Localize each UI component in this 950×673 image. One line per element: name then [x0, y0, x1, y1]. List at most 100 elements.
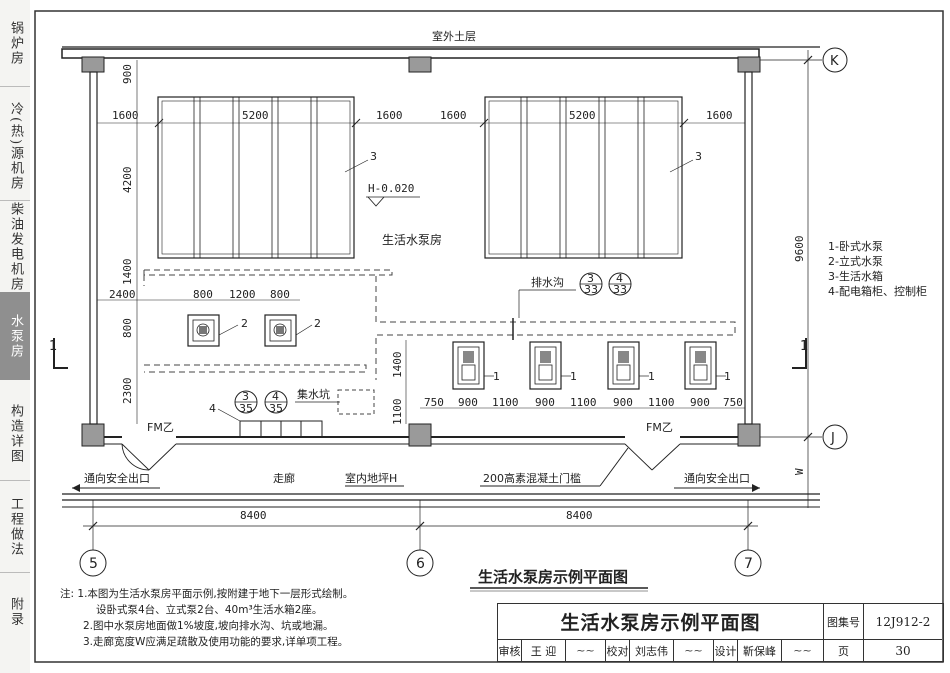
- horizontal-pump-1-leader: 1: [493, 370, 500, 383]
- vertical-pump-a: [187, 314, 220, 347]
- dim-top-5200-a: 5200: [242, 109, 269, 122]
- checker-signature: ~~: [674, 640, 714, 661]
- corridor-label: 走廊: [273, 471, 295, 485]
- axis-5-label: 5: [89, 556, 98, 572]
- dim-1100-a: 1100: [492, 396, 519, 409]
- legend-item-3: 3-生活水箱: [828, 269, 883, 283]
- detail-ref-3-33-top: 3: [587, 272, 594, 285]
- note-line-1b: 设卧式泵4台、立式泵2台、40m³生活水箱2座。: [96, 604, 323, 616]
- dim-top-1600-b: 1600: [376, 109, 403, 122]
- title-block: 生活水泵房示例平面图 图集号 12J912-2 审核 王 迎 ~~ 校对 刘志伟…: [497, 603, 944, 662]
- door-right: [624, 443, 681, 471]
- note-line-1: 1.本图为生活水泵房平面示例,按附建于地下一层形式绘制。: [77, 588, 354, 600]
- dim-1100-right: 1100: [391, 399, 404, 426]
- level-mark: H-0.020: [368, 182, 414, 195]
- dim-top-1600-d: 1600: [706, 109, 733, 122]
- dim-1200: 1200: [229, 288, 256, 301]
- dim-1100-c: 1100: [648, 396, 675, 409]
- vertical-pump-b: [264, 314, 297, 347]
- tab-pump-room[interactable]: 水泵房: [0, 292, 30, 380]
- axis-7-label: 7: [744, 556, 753, 572]
- detail-ref-4-33-bottom: 33: [613, 283, 627, 296]
- drain-ditch-label: 排水沟: [531, 275, 564, 289]
- axis-5-bubble: [79, 549, 107, 577]
- dim-1400-right: 1400: [391, 352, 404, 379]
- reviewer-name: 王 迎: [522, 640, 566, 661]
- horizontal-pump-2: [529, 341, 562, 390]
- tab-construction-details[interactable]: 构造详图: [8, 404, 23, 464]
- horizontal-pump-2-leader: 1: [570, 370, 577, 383]
- dim-bottom-8400-a: 8400: [240, 509, 267, 522]
- tab-chiller-room[interactable]: 冷(热)源机房: [8, 102, 23, 192]
- page-number: 30: [895, 643, 911, 658]
- cabinet-leader: 4: [209, 402, 216, 415]
- designer-signature: ~~: [782, 640, 824, 661]
- horizontal-pump-1: [452, 341, 485, 390]
- dim-900: 900: [121, 64, 134, 84]
- exit-right-label: 通向安全出口: [684, 471, 750, 485]
- dim-1400: 1400: [121, 259, 134, 286]
- water-tank-right: [484, 96, 683, 259]
- tab-generator-room[interactable]: 柴油发电机房: [8, 202, 23, 292]
- detail-ref-4-35-top: 4: [272, 390, 279, 403]
- dim-2300: 2300: [121, 378, 134, 405]
- dim-900-d: 900: [690, 396, 710, 409]
- checker-name: 刘志伟: [630, 640, 674, 661]
- notes-prefix: 注:: [60, 588, 75, 600]
- drainage-ditch: [143, 269, 736, 380]
- sump-pit: [337, 389, 375, 415]
- atlas-no: 12J912-2: [864, 604, 942, 640]
- tab-engineering-methods[interactable]: 工程做法: [8, 497, 23, 557]
- horizontal-pump-4-leader: 1: [724, 370, 731, 383]
- tab-appendix[interactable]: 附录: [8, 597, 23, 627]
- detail-ref-3-35-bottom: 35: [239, 402, 253, 415]
- room-name: 生活水泵房: [382, 232, 442, 247]
- vertical-pump-b-leader: 2: [314, 317, 321, 330]
- outdoor-soil-label: 室外土层: [432, 29, 476, 43]
- dim-top-5200-b: 5200: [569, 109, 596, 122]
- section-mark-left-label: 1: [49, 339, 57, 354]
- legend-item-4: 4-配电箱柜、控制柜: [828, 284, 927, 298]
- dim-top-1600-a: 1600: [112, 109, 139, 122]
- drawing-caption: 生活水泵房示例平面图: [478, 568, 628, 586]
- drawing-notes: 注: 1.本图为生活水泵房平面示例,按附建于地下一层形式绘制。 设卧式泵4台、立…: [60, 586, 500, 650]
- tank-left-leader: 3: [370, 150, 377, 163]
- structural-columns: [81, 56, 761, 447]
- axis-6-label: 6: [416, 556, 425, 572]
- section-mark-right: [792, 338, 807, 369]
- detail-ref-4-35-bottom: 35: [269, 402, 283, 415]
- horizontal-pump-3-leader: 1: [648, 370, 655, 383]
- page-label: 页: [824, 640, 864, 661]
- floor-level-label: 室内地坪H: [345, 471, 397, 485]
- dim-800-a: 800: [193, 288, 213, 301]
- dim-800: 800: [121, 318, 134, 338]
- legend-item-1: 1-卧式水泵: [828, 240, 883, 253]
- dim-800-b: 800: [270, 288, 290, 301]
- tab-boiler-room[interactable]: 锅炉房: [8, 20, 23, 66]
- control-cabinets: [239, 420, 323, 438]
- dim-top-1600-c: 1600: [440, 109, 467, 122]
- vertical-pump-a-leader: 2: [241, 317, 248, 330]
- axis-7-bubble: [734, 549, 762, 577]
- door-left: [121, 443, 177, 471]
- detail-ref-3-33-bottom: 33: [584, 283, 598, 296]
- note-line-2: 2.图中水泵房地面做1%坡度,坡向排水沟、坑或地漏。: [83, 620, 334, 632]
- dim-750-a: 750: [424, 396, 444, 409]
- sump-label: 集水坑: [297, 387, 330, 401]
- dim-2400: 2400: [109, 288, 136, 301]
- exit-left-label: 通向安全出口: [84, 471, 150, 485]
- tank-right-leader: 3: [695, 150, 702, 163]
- axis-j-label: J: [830, 431, 835, 446]
- sill-label: 200高素混凝土门槛: [483, 471, 581, 485]
- designer-name: 靳保峰: [738, 640, 782, 661]
- horizontal-pump-4: [684, 341, 717, 390]
- door-left-label: FM乙: [147, 421, 174, 434]
- title-block-title: 生活水泵房示例平面图: [498, 604, 824, 640]
- atlas-no-label: 图集号: [824, 604, 864, 640]
- review-label: 审核: [498, 640, 522, 661]
- drawing-frame: [34, 10, 944, 663]
- corridor-width-w: W: [793, 468, 806, 475]
- dim-900-b: 900: [535, 396, 555, 409]
- legend-item-2: 2-立式水泵: [828, 254, 883, 268]
